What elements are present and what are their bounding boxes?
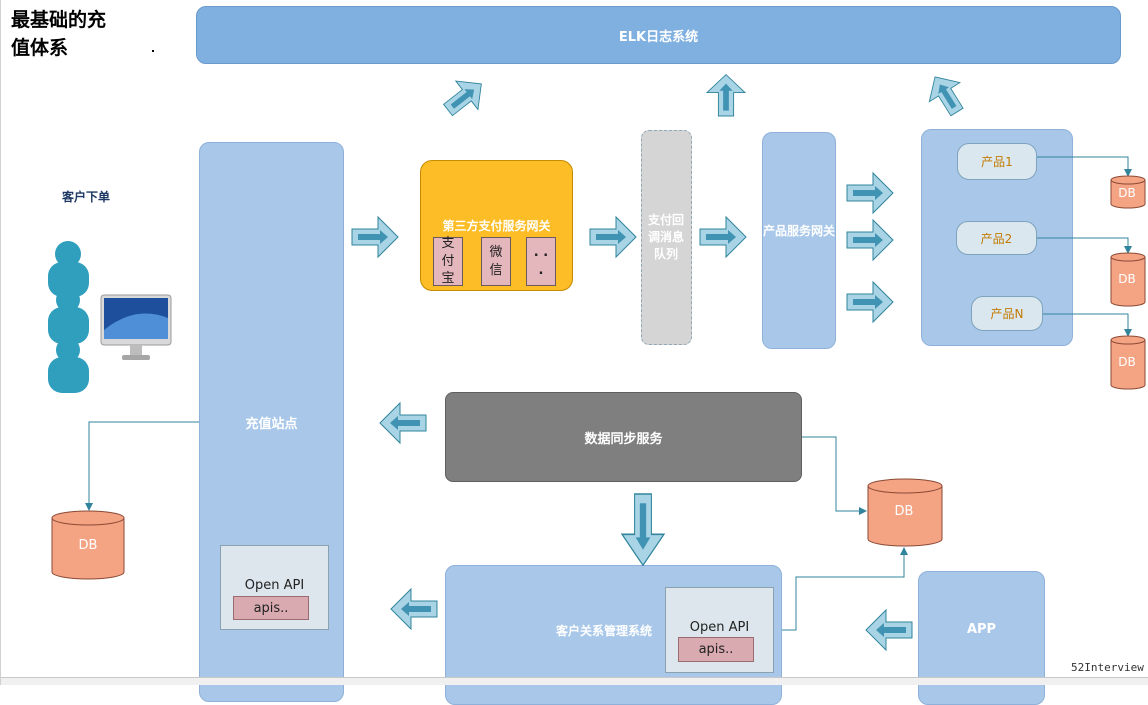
elk-log-system: ELK日志系统 (196, 6, 1121, 64)
product-n: 产品N (971, 296, 1043, 331)
db-cylinder-site (51, 510, 125, 580)
db-cylinder-p1 (1110, 175, 1146, 209)
product-gateway-label: 产品服务网关 (762, 224, 835, 238)
arrow-crm-to-site-api (390, 588, 438, 630)
arrow-up-to-elk-mid (706, 74, 746, 117)
recharge-site-label: 充值站点 (245, 417, 298, 432)
apis-box-crm: apis.. (678, 637, 754, 662)
db-label-p2: DB (1118, 272, 1135, 286)
arrow-product-gw-to-pn (846, 281, 894, 323)
open-api-label-site: Open API (244, 578, 305, 593)
db-label-pn: DB (1118, 355, 1135, 369)
user-icon (48, 241, 89, 393)
bottom-sheet-strip (0, 677, 1148, 685)
customer-order-label: 客户下单 (62, 190, 111, 204)
db-label-site: DB (79, 538, 98, 553)
db-label-sync: DB (895, 504, 914, 519)
third-party-gateway-label: 第三方支付服务网关 (442, 219, 551, 233)
product-service-gateway (762, 132, 836, 349)
gateway-item-wechat: 微信 (481, 237, 511, 286)
watermark-text: 52Interview (1071, 661, 1144, 674)
arrow-up-to-elk-left (436, 69, 493, 125)
elk-label: ELK日志系统 (618, 29, 699, 45)
db-cylinder-p2 (1110, 252, 1146, 307)
gateway-item-alipay: 支付宝 (433, 236, 463, 286)
arrow-gateway-to-queue (589, 216, 637, 258)
data-sync-service: 数据同步服务 (445, 392, 802, 482)
arrow-up-to-elk-right (919, 66, 973, 122)
db-cylinder-sync (867, 478, 943, 547)
arrow-site-to-gateway (351, 216, 399, 258)
data-sync-label: 数据同步服务 (584, 431, 663, 447)
product-1: 产品1 (957, 143, 1037, 180)
arrow-app-to-crm (865, 609, 913, 651)
arrow-sync-to-crm (621, 493, 665, 567)
db-label-p1: DB (1118, 186, 1135, 200)
left-edge-line (0, 0, 1, 685)
payment-callback-queue (641, 130, 692, 345)
title-line-2: 值体系 (11, 37, 69, 59)
arrow-sync-to-site (379, 402, 427, 444)
product-2: 产品2 (956, 221, 1037, 255)
dot-mark (152, 50, 154, 52)
arrow-product-gw-to-p2 (846, 219, 894, 261)
callback-queue-label: 支付回调消息队列 (647, 213, 684, 261)
arrow-product-gw-to-p1 (846, 172, 894, 214)
open-api-label-crm: Open API (689, 620, 750, 635)
crm-label: 客户关系管理系统 (556, 624, 653, 638)
arrow-queue-to-product-gw (699, 216, 747, 258)
apis-box-site: apis.. (233, 596, 309, 620)
app-label: APP (966, 622, 997, 637)
title-line-1: 最基础的充 (11, 9, 107, 31)
diagram-title: 最基础的充 值体系 (11, 6, 171, 62)
computer-icon (100, 294, 172, 360)
gateway-item-more: . . . (526, 237, 556, 286)
db-cylinder-pn (1110, 335, 1146, 390)
